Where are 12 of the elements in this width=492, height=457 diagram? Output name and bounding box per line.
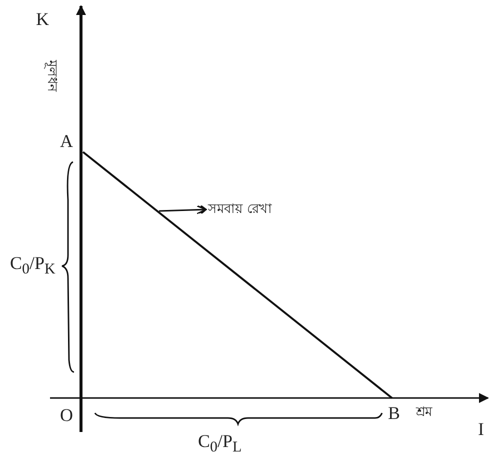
point-label: O xyxy=(60,406,73,424)
curve-label: সমবায় রেখা xyxy=(208,203,272,216)
axis-title: শ্রম xyxy=(416,406,432,419)
intercept-label: C$_{0}$/P$_{L}$ xyxy=(198,432,242,456)
point-label: B xyxy=(388,404,400,422)
point-label: K xyxy=(36,10,49,28)
point-label: A xyxy=(60,132,73,150)
isocost-line xyxy=(82,151,393,399)
intercept-label: C$_{0}$/P$_{K}$ xyxy=(10,254,56,278)
axis-title: মূলধন xyxy=(45,60,58,92)
point-label: I xyxy=(478,420,484,438)
leader-line xyxy=(158,204,207,215)
